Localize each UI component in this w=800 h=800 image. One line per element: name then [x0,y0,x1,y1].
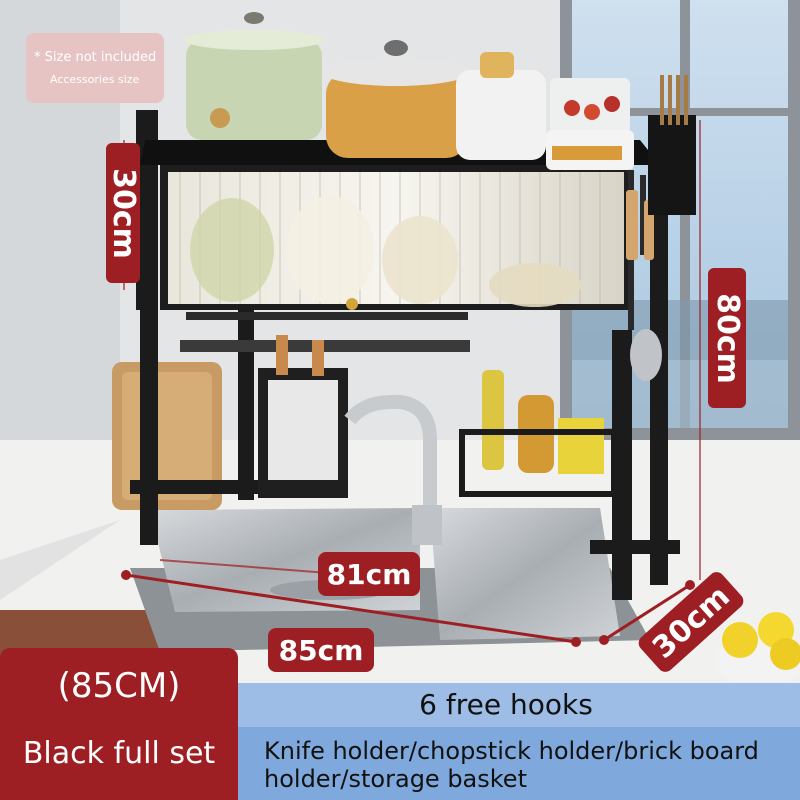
total-height-badge: 80cm [708,268,746,408]
shelf-height-label: 30cm [105,167,141,259]
size-label: (85CM) [57,666,181,706]
total-height-label: 80cm [709,292,745,384]
shelf-height-badge: 30cm [105,143,141,283]
set-label: Black full set [22,736,216,771]
size-panel [0,648,238,800]
hooks-band [238,683,800,727]
inner-width-badge: 81cm [318,552,420,596]
size-note-text: * Size not included [34,50,157,65]
features-label: Knife holder/chopstick holder/brick boar… [264,737,759,793]
outer-width-badge: 85cm [268,628,374,672]
accessories-note-text: Accessories size [50,73,140,86]
size-note: * Size not included Accessories size [26,33,164,103]
hooks-label: 6 free hooks [419,688,593,721]
